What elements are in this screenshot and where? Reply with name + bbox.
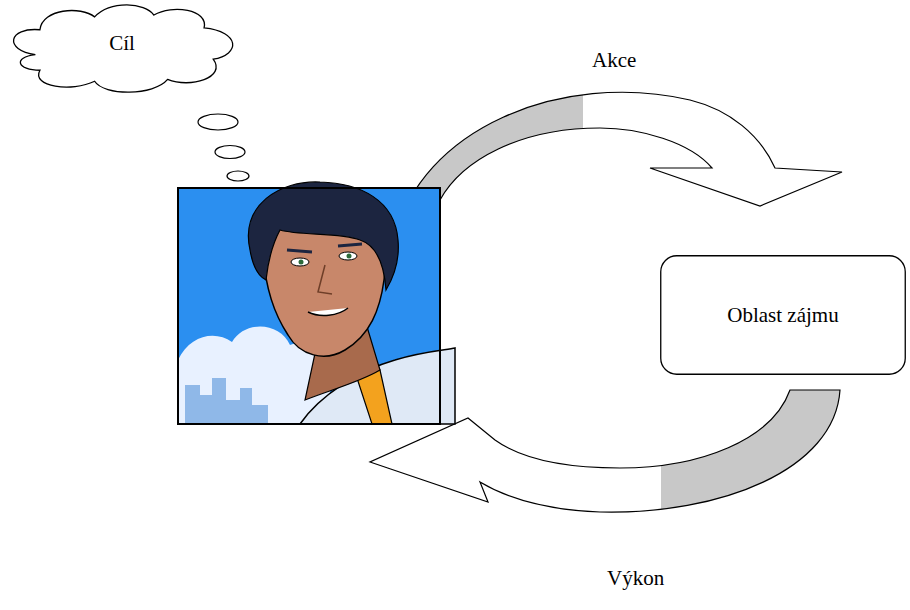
box-text: Oblast zájmu bbox=[727, 303, 838, 328]
thought-cloud: Cíl bbox=[8, 4, 236, 96]
person-clipart bbox=[178, 182, 455, 424]
rounded-box: Oblast zájmu bbox=[660, 255, 906, 375]
goal-text: Cíl bbox=[109, 31, 135, 56]
thought-bubbles bbox=[198, 114, 255, 198]
arrow-label: Akce bbox=[592, 48, 636, 73]
action-arrow bbox=[395, 92, 842, 238]
arrow-label: Výkon bbox=[607, 566, 664, 591]
